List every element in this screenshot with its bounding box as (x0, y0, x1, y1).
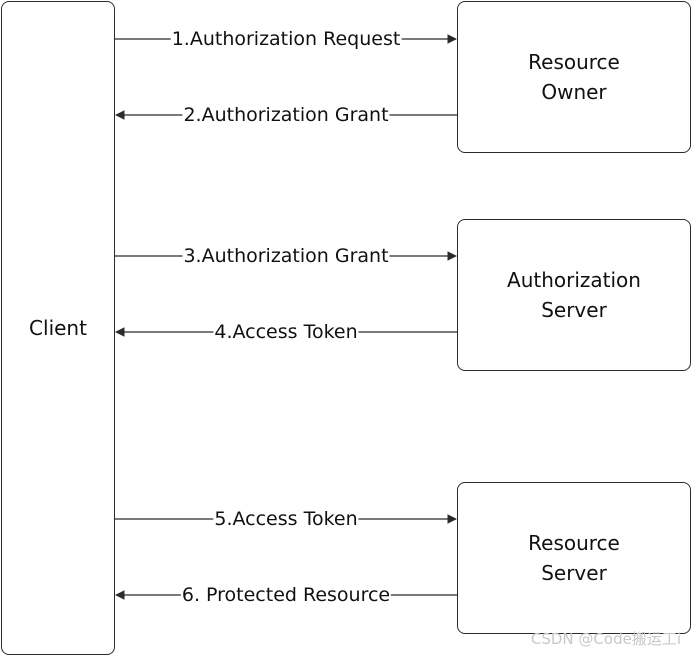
flow-label-4: 4.Access Token (213, 321, 359, 343)
client-box: Client (1, 1, 115, 655)
resource-owner-box: Resource Owner (457, 1, 691, 153)
resource-server-box: Resource Server (457, 482, 691, 634)
resource-server-label: Resource Server (528, 531, 620, 585)
flow-label-3: 3.Authorization Grant (182, 245, 390, 267)
authorization-server-box: Authorization Server (457, 219, 691, 371)
flow-label-2: 2.Authorization Grant (182, 104, 390, 126)
resource-owner-label: Resource Owner (528, 50, 620, 104)
watermark-text: CSDN @Code搬运工i (530, 630, 681, 648)
flow-label-5: 5.Access Token (213, 508, 359, 530)
flow-label-1: 1.Authorization Request (170, 28, 402, 50)
client-label: Client (29, 316, 87, 340)
flow-label-6: 6. Protected Resource (180, 584, 392, 606)
authorization-server-label: Authorization Server (507, 268, 641, 322)
